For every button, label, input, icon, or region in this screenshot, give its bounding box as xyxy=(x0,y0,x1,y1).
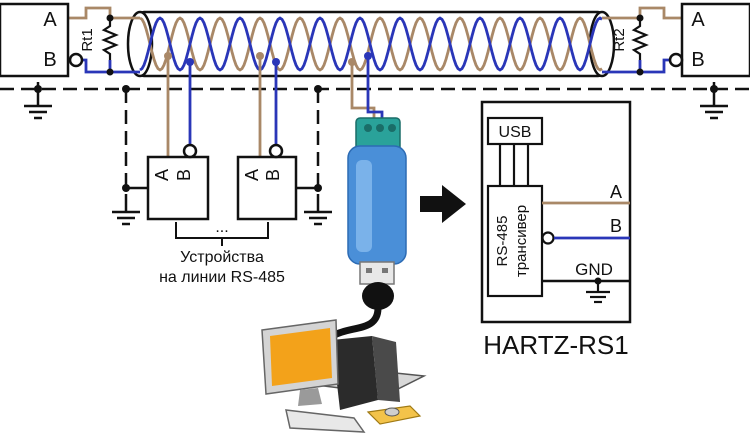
terminal-right: A B xyxy=(668,2,750,78)
devices-caption-line2: на линии RS-485 xyxy=(159,269,285,286)
resistor-rt1-label: Rt1 xyxy=(79,28,96,51)
terminal-left-a-label: A xyxy=(43,9,57,31)
screw-3 xyxy=(388,124,396,132)
module-b-bubble xyxy=(541,231,555,245)
resistor-rt2-label: Rt2 xyxy=(611,28,628,51)
device-1-b-bubble xyxy=(182,143,198,159)
cable-end-left xyxy=(126,10,154,78)
mouse xyxy=(384,407,400,417)
junction-dots xyxy=(34,85,718,192)
terminal-left: A B xyxy=(0,2,84,78)
drop-wires-a xyxy=(166,56,376,157)
usb-adapter xyxy=(347,117,407,310)
computer-icon xyxy=(261,319,427,433)
module-pin-a: A xyxy=(610,182,622,202)
cable xyxy=(126,10,616,78)
adapter-highlight xyxy=(356,160,372,252)
transceiver-box xyxy=(486,184,544,298)
module-name: HARTZ-RS1 xyxy=(483,330,628,360)
terminal-right-b-label: B xyxy=(691,49,704,71)
screw-2 xyxy=(376,124,384,132)
keyboard xyxy=(285,409,366,433)
usb-plug xyxy=(359,261,395,285)
transceiver-label-2: трансивер xyxy=(513,205,530,277)
drop-junctions xyxy=(164,52,372,66)
arrow-icon xyxy=(420,185,466,223)
usb-box-label: USB xyxy=(499,124,532,141)
cable-strain-relief xyxy=(362,282,394,310)
device-2-b-label: B xyxy=(263,169,283,181)
devices-caption-line1: Устройства xyxy=(180,249,264,266)
usb-bus-lines xyxy=(498,144,530,186)
transceiver-label-1: RS-485 xyxy=(494,216,511,267)
drop-wires-b xyxy=(188,56,384,145)
resistor-rt2: Rt2 xyxy=(611,18,649,60)
system-unit-front xyxy=(332,336,378,410)
wire-a-right xyxy=(602,6,682,20)
resistor-rt1: Rt1 xyxy=(79,18,119,60)
hartz-module: USB RS-485 трансивер A B GND xyxy=(480,100,632,324)
device-1-b-label: B xyxy=(174,169,194,181)
device-2-a-label: A xyxy=(242,169,262,181)
devices-bracket xyxy=(175,222,269,246)
monitor-stand xyxy=(298,388,322,406)
system-unit-side xyxy=(372,336,400,402)
device-2-b-bubble xyxy=(268,143,284,159)
ground-symbol-left xyxy=(24,104,52,120)
screw-1 xyxy=(364,124,372,132)
ground-symbol-right xyxy=(700,104,728,120)
monitor-screen xyxy=(270,328,332,386)
terminal-left-b-label: B xyxy=(43,49,56,71)
module-ground-symbol xyxy=(586,281,610,304)
inverting-bubble-right xyxy=(668,52,684,68)
ground-symbol-device-2 xyxy=(304,205,332,226)
ground-symbol-device-1 xyxy=(112,205,140,226)
module-pin-gnd: GND xyxy=(575,260,613,279)
devices-ellipsis: ... xyxy=(215,219,228,236)
resistor-dots xyxy=(106,14,644,76)
twisted-wire-a xyxy=(139,16,603,72)
device-1-a-label: A xyxy=(152,169,172,181)
inverting-bubble-left xyxy=(68,52,84,68)
twisted-wire-b xyxy=(139,16,603,72)
line-device-2: A B xyxy=(236,143,298,221)
terminal-right-a-label: A xyxy=(691,9,705,31)
line-device-1: A B xyxy=(146,143,210,221)
wire-a-left xyxy=(68,6,140,20)
module-pin-b: B xyxy=(610,216,622,236)
